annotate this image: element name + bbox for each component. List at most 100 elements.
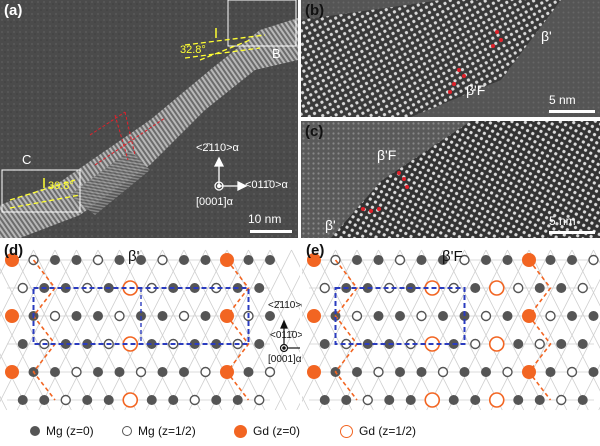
legend-label: Gd (z=1/2): [359, 424, 417, 438]
legend-item-mg-z12: Mg (z=1/2): [122, 424, 196, 438]
panel-a-hrtem-image: (a) C B 30.8° 32.8° <2̄110>α <011̄0>α [0…: [0, 0, 298, 238]
mg-atom: [39, 395, 50, 405]
mg-atom: [577, 395, 588, 405]
region-label-c: C: [22, 152, 32, 167]
legend-label: Mg (z=1/2): [138, 424, 196, 438]
mg-atom: [416, 255, 427, 265]
panel-e-schematic: (e) β'F: [103, 242, 600, 420]
mg-atom: [395, 311, 405, 321]
gd-atom: [307, 365, 321, 379]
panel-d-title: β': [128, 248, 140, 265]
mg-atom: [567, 311, 577, 321]
mg-atom-half: [178, 310, 190, 322]
panel-a-dir-right: <011̄0>α: [245, 179, 288, 191]
mg-z0-marker: [30, 426, 40, 436]
panel-b-hrtem-image: (b) β' β'F 5 nm: [301, 0, 600, 117]
mg-atom-half: [577, 282, 588, 294]
mg-atom: [211, 395, 222, 405]
panel-a-axes: [213, 156, 248, 192]
panel-d-dir-up: <2̄110>α: [268, 300, 307, 311]
mg-atom: [588, 367, 599, 377]
mg-atom-half: [416, 310, 427, 322]
mg-atom: [114, 367, 125, 377]
mg-atom-half: [264, 366, 276, 378]
mg-atom-half: [71, 366, 82, 378]
mg-atom: [502, 311, 513, 321]
mg-atom: [319, 339, 330, 349]
gd-z12-marker: [340, 424, 353, 438]
mg-atom-half: [200, 366, 211, 378]
panel-c-phase-main: β': [325, 217, 336, 233]
gd-atom: [5, 253, 19, 267]
mg-z12-marker: [122, 426, 132, 436]
panel-c-scale-label: 5 nm: [549, 214, 576, 228]
unit-cell: [334, 287, 466, 345]
panel-c-label: (c): [305, 123, 324, 140]
mg-atom: [146, 395, 157, 405]
gd-z0-marker: [234, 424, 247, 438]
mg-atom: [416, 367, 427, 377]
angle-left: 30.8°: [48, 180, 74, 192]
mg-atom-half: [513, 282, 524, 294]
mg-atom: [556, 339, 567, 349]
mg-atom-half: [114, 310, 125, 322]
mg-atom-half: [351, 310, 363, 322]
angle-right: 32.8°: [180, 44, 206, 56]
mg-atom-half: [157, 254, 168, 266]
legend-item-gd-z12: Gd (z=1/2): [340, 424, 416, 438]
gd-atom-half: [488, 336, 505, 352]
panel-b-phase-main: β': [541, 28, 552, 44]
mg-atom: [200, 255, 211, 265]
mg-atom-half: [588, 254, 599, 266]
mg-atom: [157, 367, 168, 377]
mg-atom: [93, 367, 103, 377]
mg-atom: [470, 395, 481, 405]
legend-label: Mg (z=0): [46, 424, 94, 438]
panel-d-lattice: [0, 249, 481, 411]
mg-atom: [157, 311, 168, 321]
mg-atom: [481, 255, 491, 265]
mg-atom: [71, 255, 82, 265]
mg-atom-half: [135, 366, 147, 378]
mg-atom: [373, 311, 384, 321]
mg-atom: [243, 255, 254, 265]
legend-label: Gd (z=0): [253, 424, 301, 438]
mg-atom-half: [502, 366, 513, 378]
panel-b-graphic: [301, 0, 600, 117]
region-label-b: B: [272, 46, 281, 61]
panel-c-phase-f: β'F: [377, 147, 397, 163]
mg-atom: [60, 339, 71, 349]
mg-atom: [179, 255, 189, 265]
panel-a-scale-bar: [250, 230, 292, 233]
mg-atom-half: [480, 310, 492, 322]
mg-atom: [577, 339, 588, 349]
mg-atom: [243, 367, 254, 377]
legend-item-gd-z0: Gd (z=0): [234, 424, 300, 438]
mg-atom: [502, 255, 513, 265]
mg-atom: [168, 395, 179, 405]
mg-atom: [82, 395, 93, 405]
mg-atom: [545, 367, 556, 377]
mg-atom: [373, 255, 384, 265]
panel-a-graphic: [0, 0, 298, 238]
mg-atom: [567, 255, 577, 265]
mg-atom: [50, 367, 60, 377]
mg-atom: [232, 395, 243, 405]
mg-atom: [545, 255, 556, 265]
gd-atom-half: [488, 280, 505, 296]
gd-atom: [5, 365, 19, 379]
mg-atom: [93, 311, 103, 321]
mg-atom: [438, 311, 448, 321]
panel-b-label: (b): [305, 2, 325, 19]
mg-atom: [179, 367, 189, 377]
mg-atom: [556, 283, 567, 293]
panel-d-dir-right: <011̄0>α: [270, 330, 309, 341]
mg-atom-half: [373, 366, 384, 378]
mg-atom-half: [254, 394, 265, 406]
panel-d-schematic: (d) β' <2̄110>α <011̄0>α [0001]α: [0, 242, 481, 420]
mg-atom: [438, 255, 448, 265]
mg-atom: [265, 255, 275, 265]
mg-atom: [254, 339, 265, 349]
mg-atom: [384, 395, 395, 405]
mg-atom: [513, 339, 524, 349]
